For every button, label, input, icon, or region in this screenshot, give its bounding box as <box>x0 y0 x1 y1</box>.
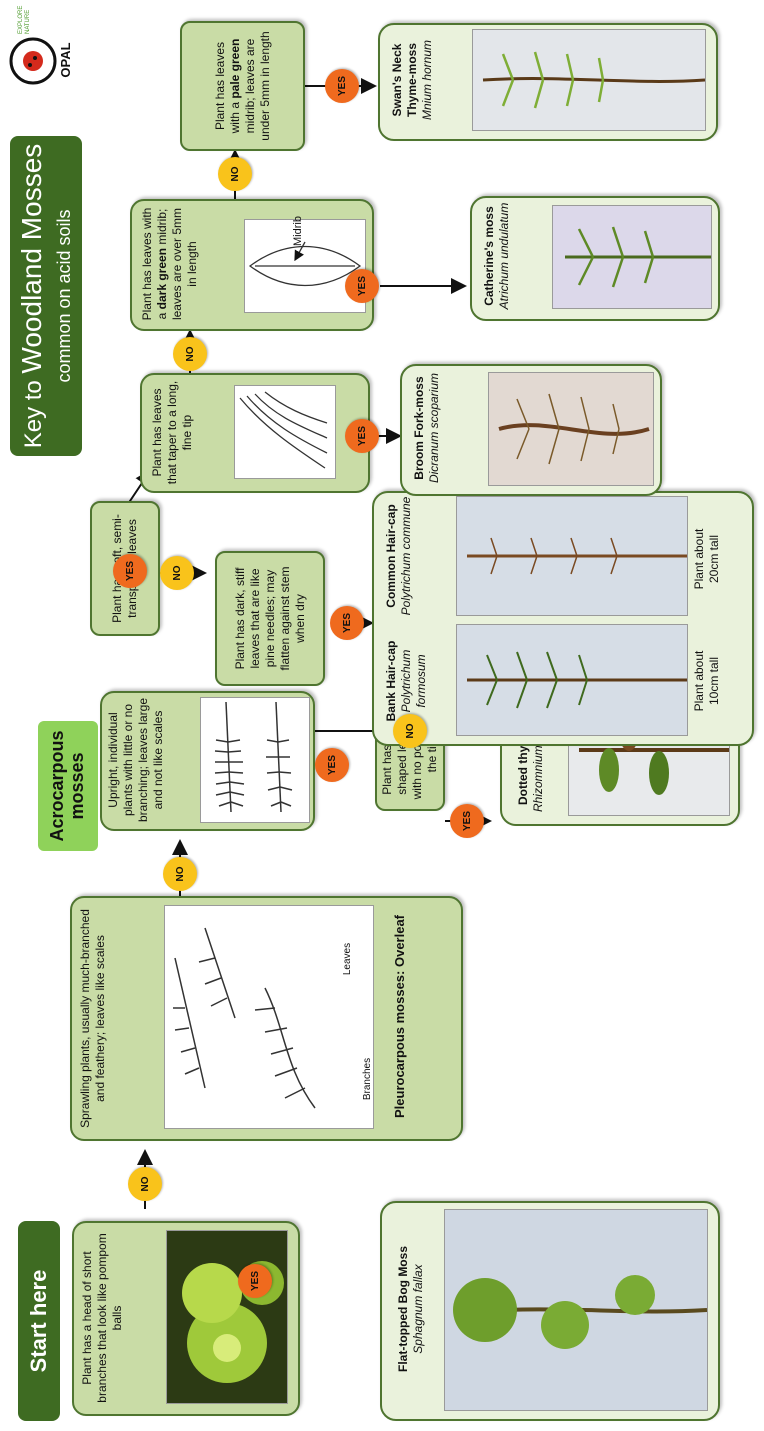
question-q9-text: Plant has leaves with a pale green midri… <box>213 31 273 141</box>
result-r6-latin: Mnium hornum <box>420 25 435 135</box>
result-r1-latin: Sphagnum fallax <box>411 1209 426 1409</box>
question-box-q2: Sprawling plants, usually much-branched … <box>70 896 463 1141</box>
broom-fork-moss-photo <box>488 372 654 486</box>
label-branches: Branches <box>362 1039 375 1119</box>
swans-neck-moss-photo <box>472 29 706 131</box>
catherines-moss-photo <box>552 205 712 309</box>
bank-hair-cap-photo <box>456 624 688 736</box>
logo-tagline: EXPLORE NATURE <box>18 8 31 34</box>
result-box-r4: Broom Fork-moss Dicranum scoparium <box>400 364 662 496</box>
yes-badge-q7: YES <box>345 419 379 453</box>
result-r1-name: Flat-topped Bog Moss <box>396 1209 411 1409</box>
question-box-q3: Upright, individual plants with little o… <box>100 691 315 831</box>
question-q1-text: Plant has a head of short branches that … <box>80 1228 125 1408</box>
question-q6-text: Plant has dark, stiff leaves that are li… <box>233 561 308 676</box>
result-box-r6: Swan's Neck Thyme-moss Mnium hornum <box>378 23 718 141</box>
pompom-moss-photo <box>166 1230 288 1404</box>
result-r4-caption: Broom Fork-moss Dicranum scoparium <box>412 366 442 490</box>
question-q3-text: Upright, individual plants with little o… <box>106 695 166 825</box>
question-q8-text: Plant has leaves with a dark green midri… <box>140 205 200 323</box>
title-prefix: Key to <box>20 374 47 449</box>
result-r1-caption: Flat-topped Bog Moss Sphagnum fallax <box>396 1209 426 1409</box>
yes-badge-q6: YES <box>330 606 364 640</box>
bog-moss-photo <box>444 1209 708 1411</box>
question-q9-text-bold: pale green <box>228 39 242 99</box>
question-q7-text: Plant has leaves that taper to a long, f… <box>150 380 195 485</box>
question-q9-text-b: midrib; leaves are under 5mm in length <box>243 31 272 140</box>
result-r5-caption: Catherine's moss Atrichum undulatum <box>482 197 512 315</box>
opal-logo: OPAL EXPLORE NATURE <box>8 6 80 86</box>
result-r5-name: Catherine's moss <box>482 197 497 315</box>
acrocarpous-label: Acrocarpous mosses <box>48 721 88 851</box>
yes-badge-q8: YES <box>345 269 379 303</box>
start-here-label: Start here <box>26 1270 52 1373</box>
result-box-r3: Bank Hair-cap Polytrichum formosum Commo… <box>372 491 754 746</box>
title-main: Woodland Mosses <box>16 144 47 374</box>
pleurocarpous-overleaf-label: Pleurocarpous mosses: Overleaf <box>392 904 408 1129</box>
label-leaves: Leaves <box>342 929 355 989</box>
title-subtitle: common on acid soils <box>54 136 75 456</box>
ladybird-logo-icon <box>8 36 58 86</box>
result-r6-caption: Swan's Neck Thyme-moss Mnium hornum <box>390 25 435 135</box>
no-badge-q4: NO <box>393 714 427 748</box>
no-badge-q8: NO <box>218 157 252 191</box>
title-text: Key to Woodland Mosses <box>16 136 48 456</box>
result-box-r1: Flat-topped Bog Moss Sphagnum fallax <box>380 1201 720 1421</box>
yes-badge-q3: YES <box>315 748 349 782</box>
yes-badge-q9: YES <box>325 69 359 103</box>
no-badge-q2: NO <box>163 857 197 891</box>
question-q8-text-bold: dark green <box>155 248 169 309</box>
result-box-r5: Catherine's moss Atrichum undulatum <box>470 196 720 321</box>
question-box-q6: Plant has dark, stiff leaves that are li… <box>215 551 325 686</box>
no-badge-q1: NO <box>128 1167 162 1201</box>
question-box-q9: Plant has leaves with a pale green midri… <box>180 21 305 151</box>
taper-leaf-illustration <box>234 385 336 479</box>
no-badge-q5: NO <box>160 556 194 590</box>
start-here-banner: Start here <box>18 1221 60 1421</box>
result-r3b-caption: Common Hair-cap Polytrichum commune <box>384 496 414 616</box>
result-r4-latin: Dicranum scoparium <box>427 366 442 490</box>
result-r4-name: Broom Fork-moss <box>412 366 427 490</box>
result-r3b-name: Common Hair-cap <box>384 496 399 616</box>
result-r3b-latin: Polytrichum commune <box>399 496 414 616</box>
question-box-q8: Plant has leaves with a dark green midri… <box>130 199 374 331</box>
no-badge-q7: NO <box>173 337 207 371</box>
label-midrib: Midrib <box>292 201 306 261</box>
result-r3b-note: Plant about 20cm tall <box>692 514 722 604</box>
question-box-q7: Plant has leaves that taper to a long, f… <box>140 373 370 493</box>
result-r6-name: Swan's Neck Thyme-moss <box>390 25 420 135</box>
yes-badge-q1: YES <box>238 1264 272 1298</box>
acrocarpous-illustration <box>200 697 310 823</box>
yes-badge-q4: YES <box>450 804 484 838</box>
question-q2-text: Sprawling plants, usually much-branched … <box>78 906 108 1131</box>
common-hair-cap-photo <box>456 496 688 616</box>
result-r3a-note: Plant about 10cm tall <box>692 636 722 726</box>
yes-badge-q5: YES <box>113 554 147 588</box>
logo-text: OPAL <box>58 34 73 86</box>
result-r5-latin: Atrichum undulatum <box>497 197 512 315</box>
title-banner: Key to Woodland Mosses common on acid so… <box>10 136 82 456</box>
acrocarpous-banner: Acrocarpous mosses <box>38 721 98 851</box>
question-box-q1: Plant has a head of short branches that … <box>72 1221 300 1416</box>
